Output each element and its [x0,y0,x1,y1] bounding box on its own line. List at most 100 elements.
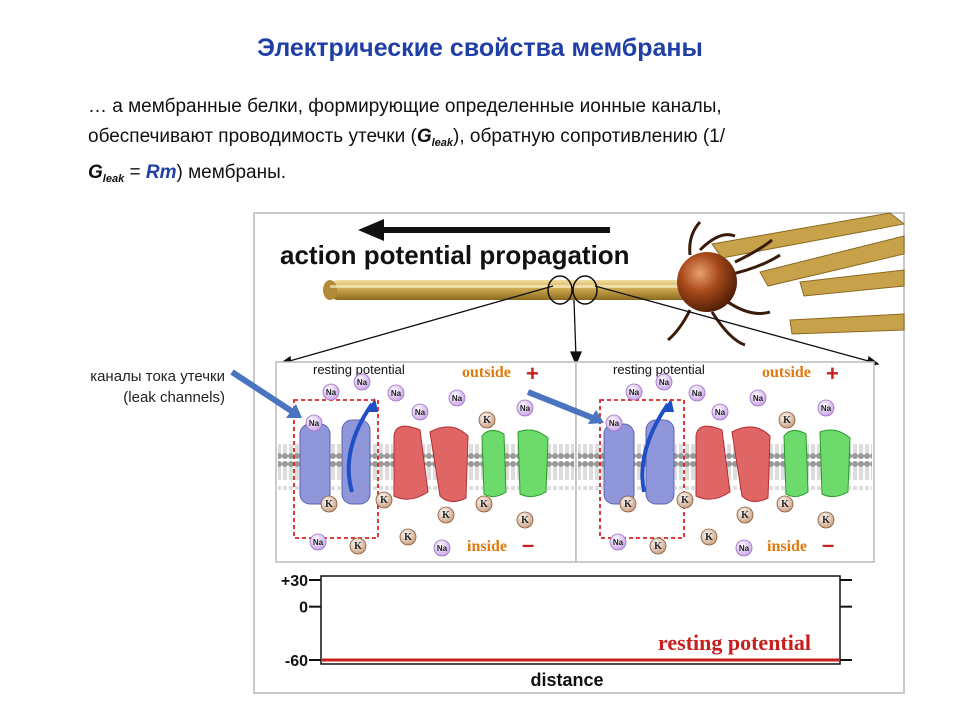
potassium-ion-label: K [822,515,830,526]
potassium-ion-label: K [354,541,362,552]
para-line-2-a: обеспечивают проводимость утечки ( [88,126,417,147]
leak-label-ru: каналы тока утечки [90,368,225,385]
para-line-3: Gleak = Rm) мембраны. [88,158,908,194]
y-tick-label: -60 [285,653,308,670]
potassium-ion-label: K [781,499,789,510]
leak-channels-label: каналы тока утечки (leak channels) [20,366,225,408]
leak-label-en: (leak channels) [123,389,225,406]
potential-plot: +300-60 resting potential distance [281,573,852,690]
propagation-arrow [358,219,610,241]
y-tick-label: 0 [299,600,308,617]
para-line-2-b: ), обратную сопротивлению (1/ [453,126,726,147]
outside-label-2: outside [762,364,811,381]
sodium-ion: Na [309,533,327,551]
para-line-1: … а мембранные белки, формирующие опреде… [88,96,722,117]
potassium-ion: K [778,411,796,429]
potassium-ion-label: K [442,510,450,521]
leak-channel-box-2 [599,399,685,539]
membrane-panel-2: resting potential outside + inside – [575,361,875,563]
sodium-ion-label: Na [739,544,750,553]
sodium-ion: Na [433,539,451,557]
sodium-ion-label: Na [437,544,448,553]
sodium-ion-label: Na [609,419,620,428]
plot-frame [320,575,841,665]
equals-sign: = [124,162,146,183]
sodium-ion-label: Na [715,408,726,417]
sodium-ion: Na [655,373,673,391]
body-paragraph: … а мембранные белки, формирующие опреде… [88,92,908,194]
leak-channel-protein-2 [603,419,675,505]
sodium-ion: Na [322,383,340,401]
para-line-2: обеспечивают проводимость утечки (Gleak)… [88,122,908,158]
y-tick-label: +30 [281,573,308,590]
potassium-ion: K [736,506,754,524]
potassium-ion: K [676,491,694,509]
sodium-ion: Na [609,533,627,551]
minus-sign-2: – [822,532,834,557]
sodium-ion: Na [688,384,706,402]
ion-flow-arrow-2 [640,402,670,493]
sodium-ion-label: Na [629,388,640,397]
sodium-ion-label: Na [821,404,832,413]
green-channel-protein-2 [783,429,851,498]
potassium-ion: K [619,495,637,513]
potassium-ion: K [817,511,835,529]
inside-label-2: inside [767,538,807,555]
potassium-ion: K [478,411,496,429]
sodium-ion: Na [411,403,429,421]
para-line-3-tail: ) мембраны. [176,162,287,183]
outside-label-1: outside [462,364,511,381]
leak-subscript-2: leak [102,173,125,185]
potassium-ion-label: K [681,495,689,506]
sodium-ion-label: Na [520,404,531,413]
x-axis-label: distance [530,670,603,690]
sodium-ion-label: Na [326,388,337,397]
red-channel-protein-1 [393,425,469,502]
sodium-ion-label: Na [692,389,703,398]
potassium-ion-label: K [783,415,791,426]
potassium-ion: K [320,495,338,513]
g-symbol: G [416,126,432,147]
potassium-ion-label: K [624,499,632,510]
sodium-ion-label: Na [357,378,368,387]
zoom-markers [547,275,598,305]
leak-subscript: leak [431,137,454,149]
sodium-ion: Na [749,389,767,407]
potassium-ion-label: K [380,495,388,506]
propagation-label: action potential propagation [280,240,630,270]
potassium-ion: K [776,495,794,513]
ion-flow-arrowhead-1 [367,398,378,412]
potassium-ion: K [475,495,493,513]
plus-sign-2: + [826,361,839,386]
sodium-ion-label: Na [391,389,402,398]
potassium-ion: K [516,511,534,529]
potassium-ion-label: K [404,532,412,543]
ion-flow-arrowhead-2 [663,398,674,412]
sodium-ion-label: Na [415,408,426,417]
ion-flow-arrow-1 [346,402,374,493]
plus-sign-1: + [526,361,539,386]
sodium-ion: Na [448,389,466,407]
green-channel-protein-1 [481,429,549,498]
potassium-ion: K [399,528,417,546]
potassium-ion: K [375,491,393,509]
inside-label-1: inside [467,538,507,555]
potassium-ion: K [649,537,667,555]
sodium-ion: Na [711,403,729,421]
sodium-ion: Na [625,383,643,401]
dendrites [667,220,781,347]
resting-label-1: resting potential [313,362,405,377]
sodium-ion-label: Na [452,394,463,403]
potassium-ion: K [349,537,367,555]
sodium-ion-label: Na [613,538,624,547]
minus-sign-1: – [522,532,534,557]
sodium-ion-label: Na [659,378,670,387]
sodium-ion: Na [605,414,623,432]
sodium-ion-label: Na [753,394,764,403]
axon [323,280,710,300]
y-ticks: +30 0 -60 [281,573,852,670]
leak-channel-box-1 [293,399,379,539]
neuron-soma [677,252,737,312]
